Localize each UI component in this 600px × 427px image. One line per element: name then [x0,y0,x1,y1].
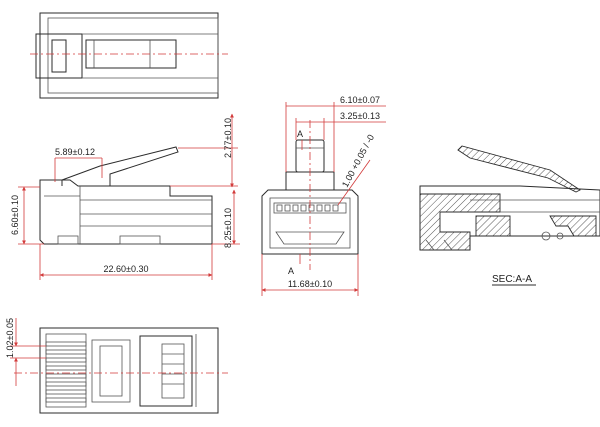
section-hatched-mid [475,215,511,237]
section-pin [556,232,564,240]
section-title: SEC:A-A [492,274,532,285]
bottom-view-slot [91,339,131,403]
bottom-view-contacts [45,341,87,403]
dim-6-60-label: 6.60±0.10 [10,195,20,235]
section-latch-hatched [457,145,581,193]
front-view-contacts [276,204,339,212]
section-view: SEC:A-A [419,145,600,286]
dim-22-60-label: 22.60±0.30 [104,264,149,274]
bottom-view-window [161,343,185,399]
section-mark-top: A [297,129,303,139]
section-detail [425,239,453,251]
bottom-view-strain-relief [139,335,193,407]
bottom-view: 1.02±0.05 [5,318,228,414]
bottom-view-slot-inner [99,345,123,397]
side-view-step [57,235,79,245]
dim-1-00-label: 1.00 +0.05 / -0 [340,133,376,189]
dim-2-77-label: 2.77±0.10 [223,118,233,158]
top-view-inner-edge [47,17,219,94]
front-view: A A 6.10±0.07 3.25±0.13 1.00 +0.05 / -0 … [261,95,386,296]
bottom-view-window-ribs [162,353,184,385]
top-view-latch-window [51,39,67,73]
dim-5-89-label: 5.89±0.12 [55,147,95,157]
dim-3-25-label: 3.25±0.13 [340,111,380,121]
dim-1-02-label: 1.02±0.05 [5,318,15,358]
top-view-outline [39,12,219,99]
side-view: 5.89±0.12 2.77±0.10 6.60±0.10 8.25±0.10 … [10,113,240,280]
side-view-step [119,235,161,245]
dim-8-25-label: 8.25±0.10 [223,208,233,248]
top-view [30,12,228,99]
side-view-body [39,179,213,245]
bottom-view-outline [39,327,219,414]
dim-11-68-label: 11.68±0.10 [288,279,332,289]
side-view-latch [61,146,179,186]
section-pin [541,231,551,241]
section-hatched-rear [549,215,597,237]
dim-6-10-label: 6.10±0.07 [340,95,380,105]
dim-leader-1-00 [337,159,371,206]
top-view-latch-block [35,33,83,79]
section-mark-bottom: A [288,266,294,276]
front-view-cable-slot [275,231,345,245]
bottom-view-contact-zone [45,333,87,408]
